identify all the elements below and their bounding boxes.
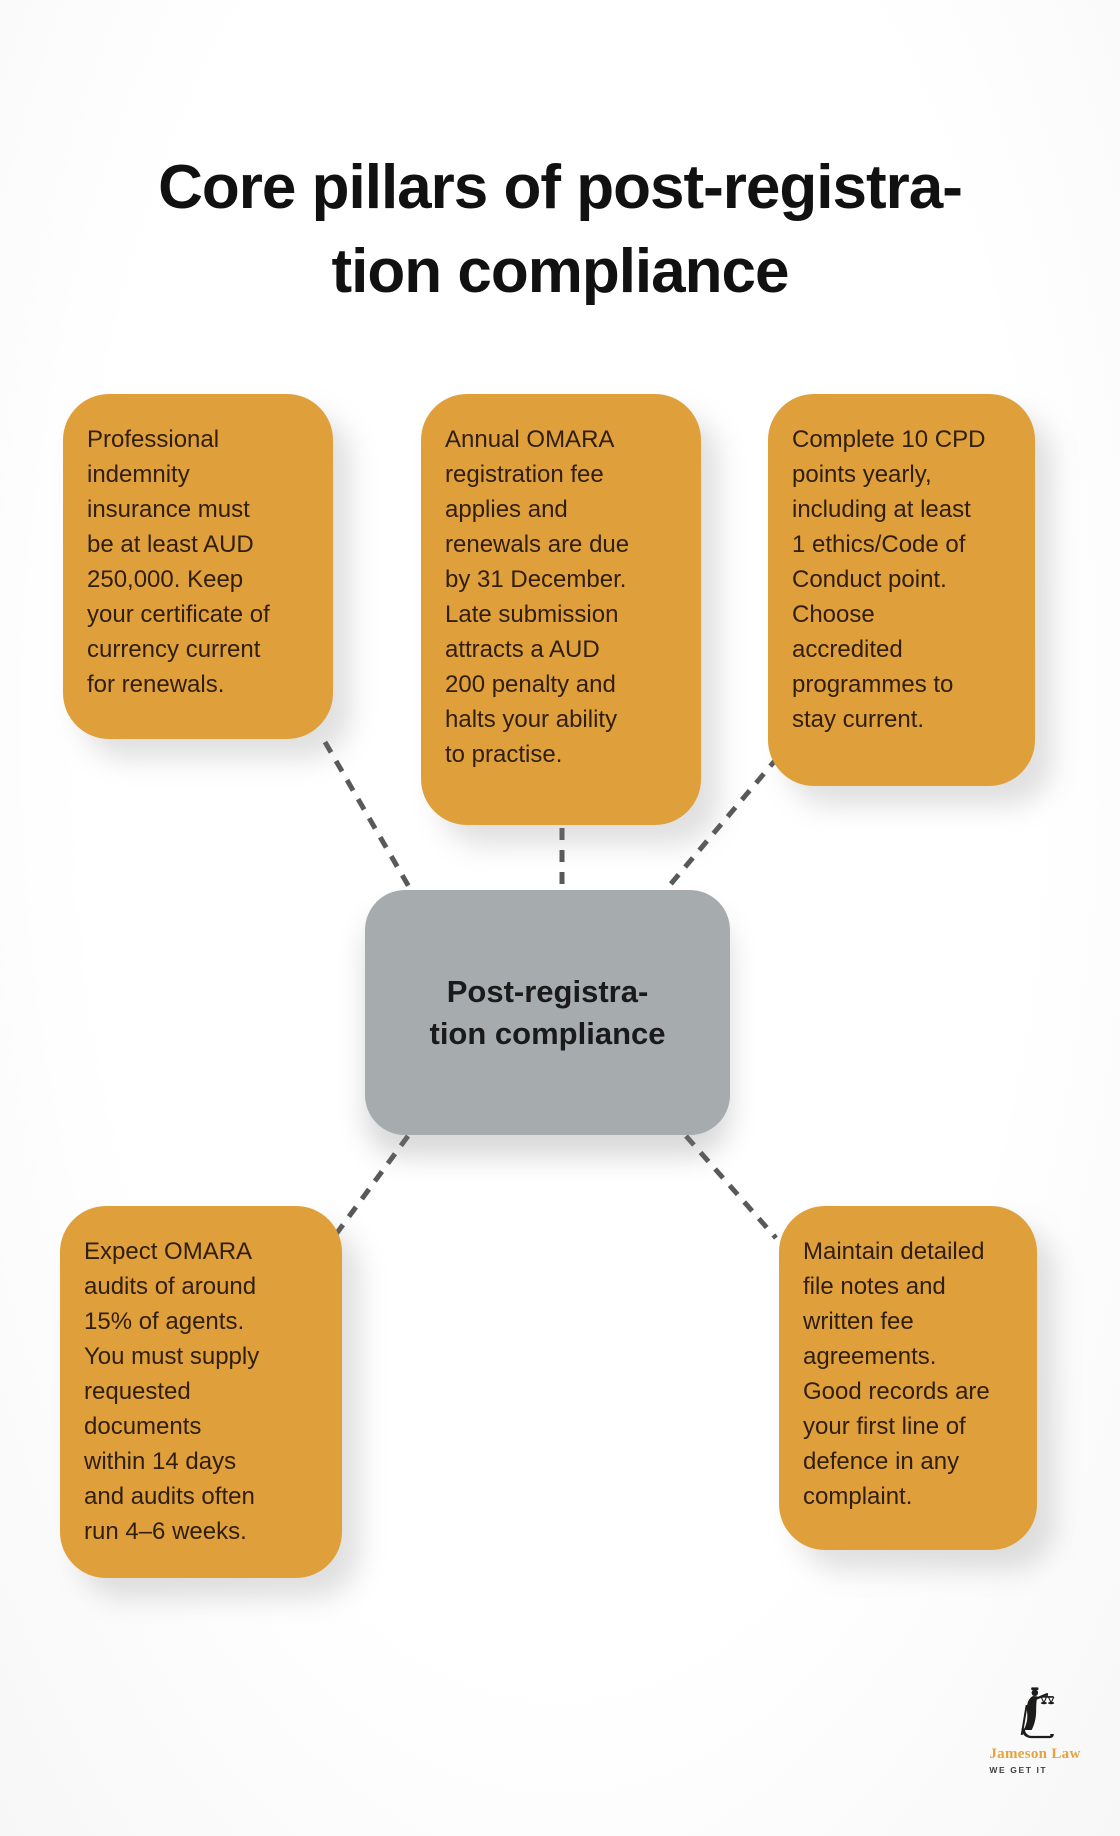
center-node-label: Post-registra-tion compliance [430,971,666,1055]
connector-center-to-records [684,1134,778,1240]
pillar-card-registration-fee: Annual OMARA registration fee applies an… [421,394,701,825]
center-node-label-line-2: tion compliance [429,1015,666,1051]
logo-tagline: WE GET IT [989,1765,1048,1775]
connector-insurance-to-center [322,740,415,894]
logo: Jameson Law WE GET IT [972,1686,1098,1775]
logo-wordmark: Jameson Law [989,1746,1081,1762]
center-node: Post-registra-tion compliance [365,890,730,1135]
pillar-card-audits: Expect OMARA audits of around 15% of age… [60,1206,342,1578]
logo-text-block: Jameson Law WE GET IT [989,1746,1080,1775]
page-title-line-2: tion compliance [331,236,790,306]
page-title: Core pillars of post-registra-tion compl… [0,146,1120,314]
pillar-card-records: Maintain detailed file notes and written… [779,1206,1037,1550]
page-title-line-1: Core pillars of post-registra- [158,152,963,222]
center-node-label-line-1: Post-registra- [446,973,649,1009]
pillar-card-insurance: Professional indemnity insurance must be… [63,394,333,739]
pillar-card-cpd: Complete 10 CPD points yearly, including… [768,394,1035,786]
lady-justice-scales-icon [1020,1687,1055,1739]
